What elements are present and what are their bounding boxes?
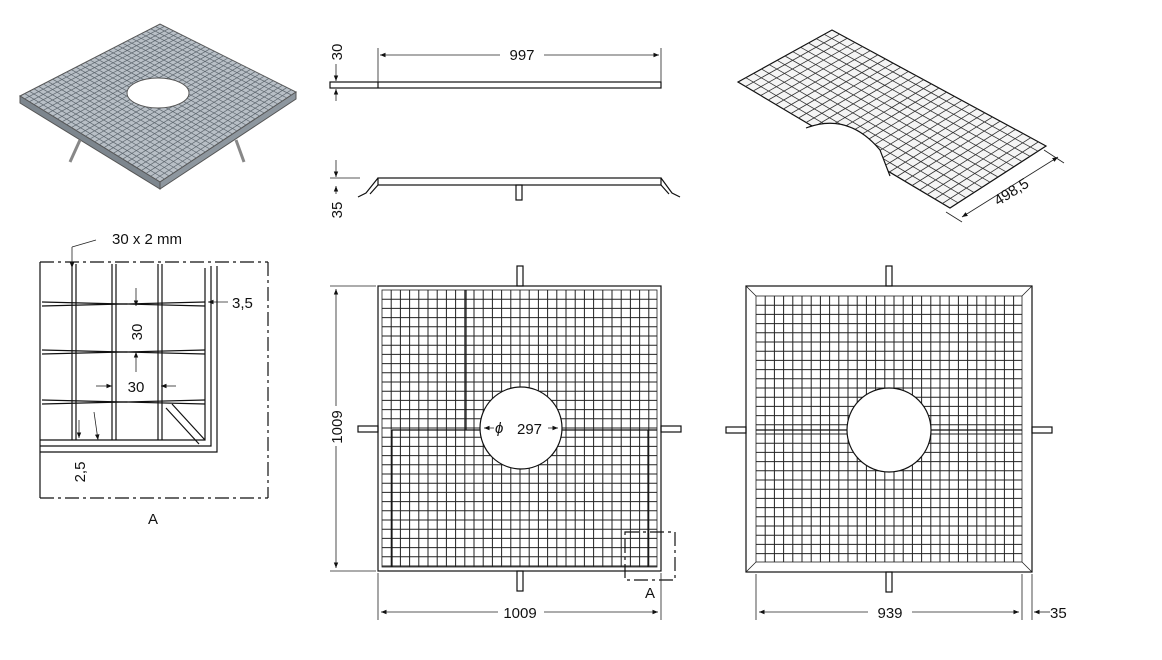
grating-bar [150,87,288,177]
grating-bar [889,112,986,173]
grating-bar [768,46,863,101]
grating-bar [866,100,963,159]
grating-bar [760,42,856,96]
length-dimension: 997 [509,47,534,64]
grating-bar [805,66,901,123]
grating-bar [41,301,206,307]
grating-bar [127,75,265,163]
grating-bar [41,399,206,405]
grating-bar [33,30,174,105]
grating-bar [783,54,879,110]
plan-width-dimension: 1009 [503,605,536,622]
pitch-vertical-label: 30 [129,324,146,341]
grating-bar [141,82,279,171]
side-view-front: 35 [329,160,681,219]
grating-bar [47,37,188,114]
grating-bar [911,124,1008,186]
grating-bar [752,37,848,92]
grating-iso-icon [18,23,297,190]
grating-bar [41,349,206,355]
bar-spec-label: 30 x 2 mm [112,231,182,248]
grating-bar [881,108,978,168]
grating-bar [43,35,183,111]
plan-view-right: 939 35 [725,265,1067,622]
grating-bar [29,28,170,103]
grating-bar [122,73,260,160]
grating-bar [821,75,917,132]
grating-bar [745,33,840,87]
grating-bar [775,50,871,105]
grating-bar [52,39,192,117]
grating-bar [798,62,894,119]
grating-bar [171,403,206,441]
pitch-horizontal-label: 30 [128,379,145,396]
grating-bar [24,25,165,100]
bar-thickness-label: 2,5 [72,462,89,483]
flange-dimension: 35 [1050,605,1067,622]
grating-bar [136,80,274,168]
side-view-top: 997 30 [329,44,662,101]
hole-diameter-symbol: ϕ [495,420,503,437]
grating-half-iso-icon: 498,5 [736,29,1065,223]
grating-bar [117,71,256,157]
grating-bar [61,44,201,123]
half-width-dimension: 498,5 [991,175,1032,209]
detail-a-label: A [148,511,158,528]
grating-bar [113,69,251,154]
grating-bar [108,66,247,151]
plan-view-left: ϕ 297 A 1009 1009 [328,265,682,622]
grating-bar [38,32,179,108]
grating-bar [813,71,909,128]
grating-bar [145,84,283,174]
grating-bar [131,78,269,166]
plan-height-dimension: 1009 [329,410,346,443]
detail-a: 30 x 2 mm 3,5 30 30 2,5 A [39,231,269,528]
twist-pitch-label: 3,5 [232,295,253,312]
grating-bar [155,89,292,180]
thickness-dimension: 30 [329,44,346,61]
grating-bar [874,104,970,164]
grating-bar [57,41,197,120]
height-dimension: 35 [329,202,346,219]
detail-ref-label: A [645,585,655,602]
grating-bar [896,116,993,177]
plan-inner-width-dimension: 939 [877,605,902,622]
grating-bar [790,58,886,114]
hole-diameter: 297 [517,421,542,438]
grating-bar [904,120,1001,182]
grating-bar [165,407,200,445]
